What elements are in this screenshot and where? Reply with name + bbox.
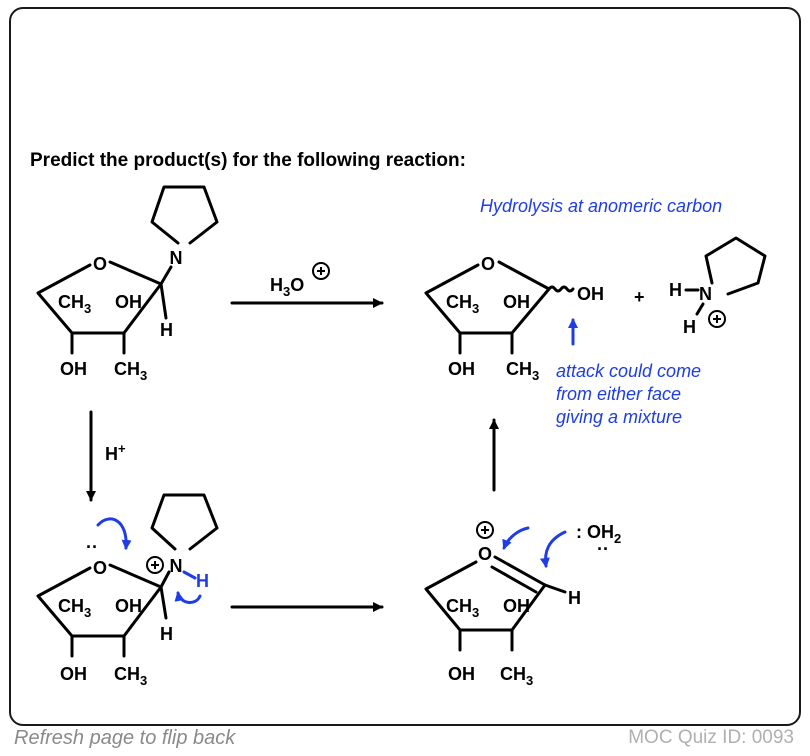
methyl-label: CH3 [446, 596, 479, 620]
annotation-note-line-2: from either face [556, 384, 681, 404]
methyl-label-lower: CH3 [506, 359, 539, 383]
positive-charge-icon [312, 262, 330, 280]
starting-material: O N H CH3 OH OH CH3 [36, 185, 219, 383]
oxonium-oxygen-label: O [478, 544, 492, 564]
hydroxyl-label: OH [115, 292, 142, 312]
pi-bond-push-arrow [502, 526, 530, 550]
hydroxyl-label: OH [503, 292, 530, 312]
pyrrolidinium-product: H N H [669, 236, 767, 337]
lone-pair-dots: ·· [86, 537, 98, 557]
anomeric-hydroxyl-label: OH [577, 284, 604, 304]
annotation-note-line-1: attack could come [556, 361, 701, 381]
oxocarbenium-intermediate: O H CH3 OH OH CH3 [424, 521, 581, 688]
methyl-label-lower: CH3 [114, 664, 147, 688]
methyl-label: CH3 [58, 596, 91, 620]
positive-charge-icon [476, 521, 494, 539]
ring-oxygen-label: O [93, 558, 107, 578]
positive-charge-icon [146, 556, 164, 574]
plus-sign: + [634, 287, 645, 307]
annotation-title: Hydrolysis at anomeric carbon [480, 196, 722, 216]
ring-oxygen-label: O [93, 254, 107, 274]
hydroxyl-label-lower: OH [448, 359, 475, 379]
methyl-label: CH3 [58, 292, 91, 316]
hydroxyl-label-lower: OH [448, 664, 475, 684]
ammonium-nitrogen-label: N [699, 284, 712, 304]
anomeric-h-label: H [160, 320, 173, 340]
quiz-id: MOC Quiz ID: 0093 [628, 727, 794, 748]
bond-break-arrow [174, 591, 202, 604]
nitrogen-label: N [170, 248, 183, 268]
hydroxyl-label-lower: OH [60, 359, 87, 379]
vinyl-h-label: H [568, 588, 581, 608]
hydroxyl-label-lower: OH [60, 664, 87, 684]
refresh-hint: Refresh page to flip back [14, 727, 236, 749]
water-label: : OH2 [576, 522, 621, 546]
water-lone-pair-dots: ·· [597, 539, 609, 559]
nh-hydrogen-label: H [196, 571, 209, 591]
lone-pair-push-arrow [96, 517, 132, 550]
hydronium-label: H3O [270, 275, 304, 299]
nitrogen-label: N [170, 556, 183, 576]
methyl-label: CH3 [446, 292, 479, 316]
product-hemiacetal: O OH CH3 OH OH CH3 [424, 254, 604, 383]
protonated-intermediate: O ·· N H H CH3 OH OH CH3 [36, 493, 219, 688]
methyl-label-lower: CH3 [114, 359, 147, 383]
ring-oxygen-label: O [481, 254, 495, 274]
hydroxyl-label: OH [115, 596, 142, 616]
question-title: Predict the product(s) for the following… [30, 150, 466, 171]
quiz-card [9, 7, 801, 726]
water-attack-arrow [539, 530, 567, 568]
methyl-label-lower: CH3 [500, 664, 533, 688]
ammonium-h-label-lower: H [683, 317, 696, 337]
positive-charge-icon [708, 310, 726, 328]
hydroxyl-label: OH [503, 596, 530, 616]
ammonium-h-label: H [669, 280, 682, 300]
acid-label: H+ [105, 441, 126, 464]
anomeric-h-label: H [160, 624, 173, 644]
annotation-note-line-3: giving a mixture [556, 407, 682, 427]
